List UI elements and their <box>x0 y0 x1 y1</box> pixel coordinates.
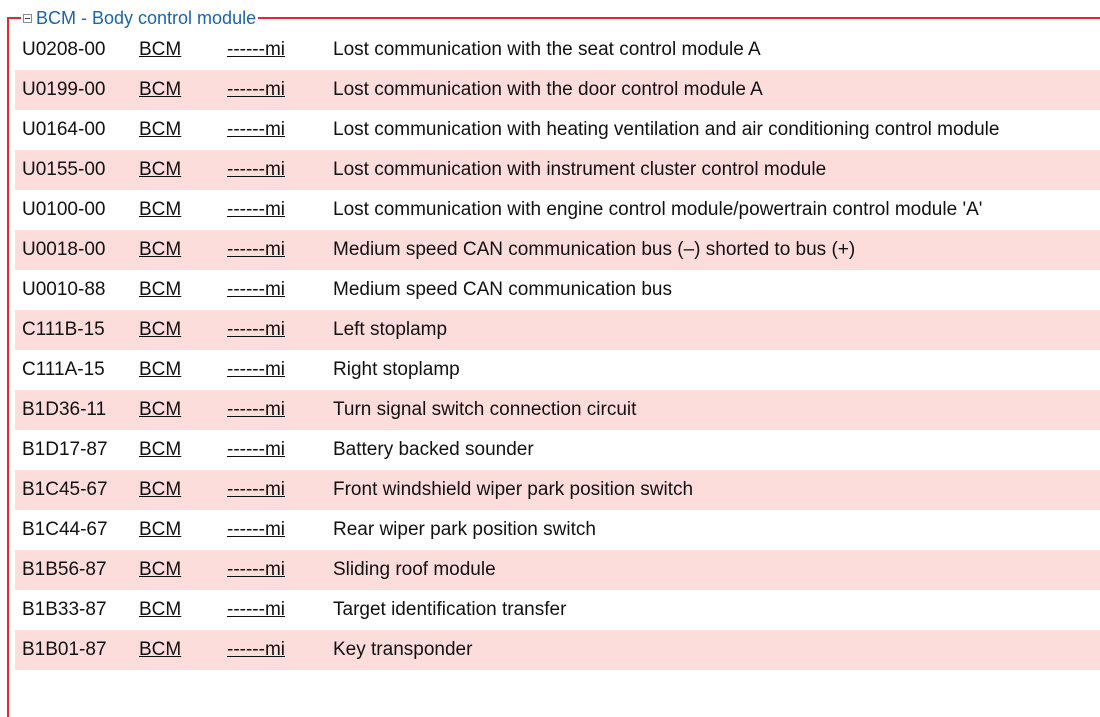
dtc-code: U0100-00 <box>22 199 106 220</box>
dtc-row: B1D17-87 BCM ------mi Battery backed sounde… <box>15 430 1100 470</box>
mileage-link[interactable]: ------mi <box>227 279 286 300</box>
mileage-link[interactable]: ------mi <box>227 559 286 580</box>
dtc-row: U0100-00 BCM ------mi Lost communication wi… <box>15 190 1100 230</box>
dtc-code: U0164-00 <box>22 119 106 140</box>
dtc-description: Lost communication with instrument clust… <box>333 159 827 180</box>
module-link[interactable]: BCM <box>139 79 182 100</box>
module-link[interactable]: BCM <box>139 519 182 540</box>
mileage-link[interactable]: ------mi <box>227 519 286 540</box>
dtc-row: B1C45-67 BCM ------mi Front windshield wipe… <box>15 470 1100 510</box>
dtc-description: Medium speed CAN communication bus <box>333 279 672 300</box>
group-title[interactable]: BCM - Body control module <box>36 8 257 28</box>
dtc-description: Left stoplamp <box>333 319 448 340</box>
dtc-code: U0018-00 <box>22 239 106 260</box>
mileage-link[interactable]: ------mi <box>227 79 286 100</box>
module-link[interactable]: BCM <box>139 239 182 260</box>
mileage-link[interactable]: ------mi <box>227 639 286 660</box>
module-link[interactable]: BCM <box>139 479 182 500</box>
dtc-row: B1B33-87 BCM ------mi Target identification… <box>15 590 1100 630</box>
dtc-description: Sliding roof module <box>333 559 496 580</box>
dtc-row: C111B-15 BCM ------mi Left stoplamp <box>15 310 1100 350</box>
dtc-row: U0208-00 BCM ------mi Lost communication wi… <box>15 30 1100 70</box>
module-link[interactable]: BCM <box>139 639 182 660</box>
dtc-description: Battery backed sounder <box>333 439 534 460</box>
dtc-code: U0155-00 <box>22 159 106 180</box>
dtc-row: B1B56-87 BCM ------mi Sliding roof module <box>15 550 1100 590</box>
dtc-code: B1B56-87 <box>22 559 107 580</box>
dtc-description: Key transponder <box>333 639 473 660</box>
dtc-description: Lost communication with the seat control… <box>333 39 761 60</box>
module-link[interactable]: BCM <box>139 279 182 300</box>
mileage-link[interactable]: ------mi <box>227 599 286 620</box>
dtc-row: C111A-15 BCM ------mi Right stoplamp <box>15 350 1100 390</box>
module-link[interactable]: BCM <box>139 39 182 60</box>
dtc-code: B1B33-87 <box>22 599 107 620</box>
dtc-code: B1B01-87 <box>22 639 107 660</box>
dtc-description: Lost communication with the door control… <box>333 79 763 100</box>
dtc-code: B1C45-67 <box>22 479 108 500</box>
mileage-link[interactable]: ------mi <box>227 39 286 60</box>
module-link[interactable]: BCM <box>139 199 182 220</box>
dtc-code: B1D17-87 <box>22 439 108 460</box>
dtc-code: B1D36-11 <box>22 399 107 420</box>
dtc-row: U0010-88 BCM ------mi Medium speed CAN comm… <box>15 270 1100 310</box>
module-link[interactable]: BCM <box>139 439 182 460</box>
dtc-description: Front windshield wiper park position swi… <box>333 479 694 500</box>
mileage-link[interactable]: ------mi <box>227 479 286 500</box>
module-link[interactable]: BCM <box>139 159 182 180</box>
dtc-code: C111A-15 <box>22 359 105 380</box>
mileage-link[interactable]: ------mi <box>227 239 286 260</box>
group-header: BCM - Body control module <box>21 7 259 29</box>
dtc-row: B1D36-11 BCM ------mi Turn signal switch co… <box>15 390 1100 430</box>
dtc-row: U0018-00 BCM ------mi Medium speed CAN comm… <box>15 230 1100 270</box>
dtc-description: Medium speed CAN communication bus (–) s… <box>333 239 856 260</box>
dtc-code: U0199-00 <box>22 79 106 100</box>
mileage-link[interactable]: ------mi <box>227 159 286 180</box>
dtc-code: U0208-00 <box>22 39 106 60</box>
module-link[interactable]: BCM <box>139 599 182 620</box>
dtc-row: B1B01-87 BCM ------mi Key transponder <box>15 630 1100 670</box>
module-link[interactable]: BCM <box>139 559 182 580</box>
dtc-row: U0199-00 BCM ------mi Lost communication wi… <box>15 70 1100 110</box>
mileage-link[interactable]: ------mi <box>227 199 286 220</box>
mileage-link[interactable]: ------mi <box>227 399 286 420</box>
dtc-description: Lost communication with heating ventilat… <box>333 119 1000 140</box>
dtc-row: U0164-00 BCM ------mi Lost communication wi… <box>15 110 1100 150</box>
dtc-code: B1C44-67 <box>22 519 108 540</box>
dtc-row: B1C44-67 BCM ------mi Rear wiper park posit… <box>15 510 1100 550</box>
module-link[interactable]: BCM <box>139 359 182 380</box>
mileage-link[interactable]: ------mi <box>227 359 286 380</box>
mileage-link[interactable]: ------mi <box>227 119 286 140</box>
dtc-row: U0155-00 BCM ------mi Lost communication wi… <box>15 150 1100 190</box>
dtc-description: Target identification transfer <box>333 599 567 620</box>
module-link[interactable]: BCM <box>139 119 182 140</box>
module-link[interactable]: BCM <box>139 399 182 420</box>
dtc-code: C111B-15 <box>22 319 105 340</box>
dtc-description: Turn signal switch connection circuit <box>333 399 637 420</box>
module-link[interactable]: BCM <box>139 319 182 340</box>
dtc-description: Rear wiper park position switch <box>333 519 596 540</box>
dtc-code: U0010-88 <box>22 279 106 300</box>
mileage-link[interactable]: ------mi <box>227 439 286 460</box>
dtc-description: Right stoplamp <box>333 359 460 380</box>
mileage-link[interactable]: ------mi <box>227 319 286 340</box>
collapse-minus-icon[interactable] <box>23 14 32 23</box>
dtc-description: Lost communication with engine control m… <box>333 199 983 220</box>
